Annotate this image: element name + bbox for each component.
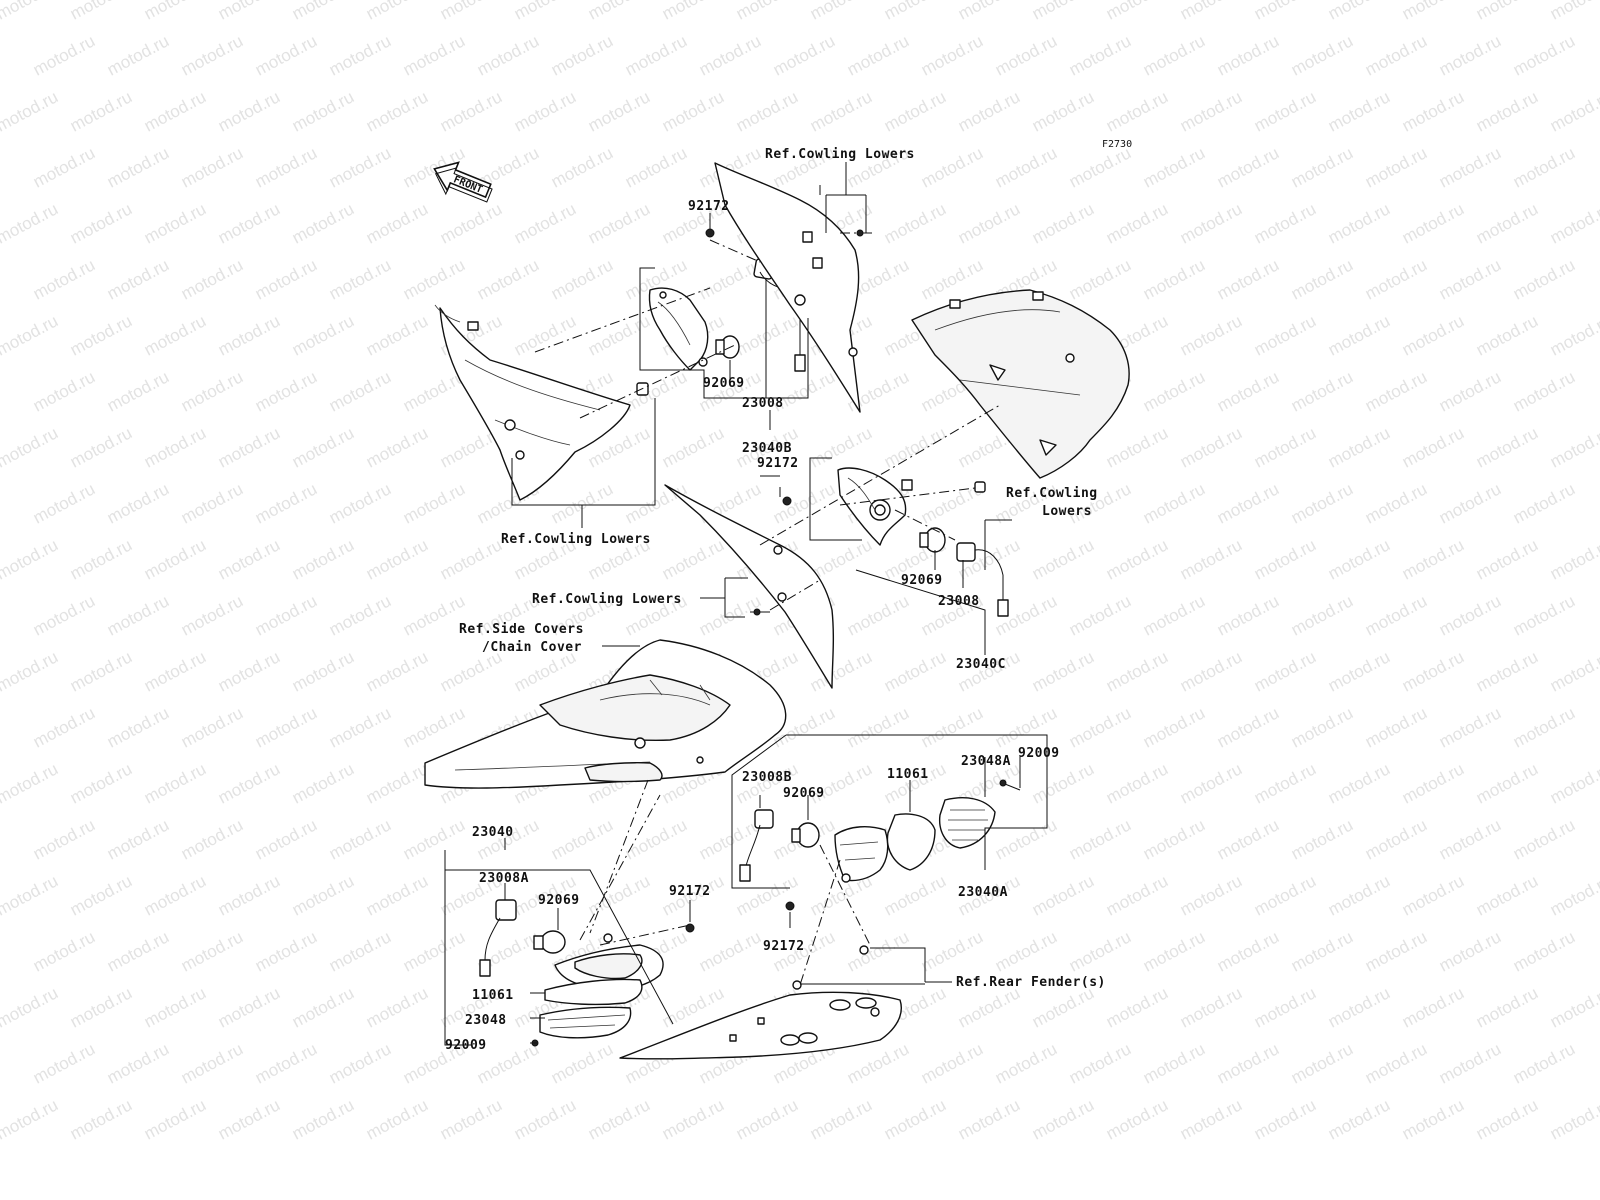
label-23040B: 23040B	[742, 441, 792, 456]
ref-cowling-mid-right-line2: Lowers	[1042, 504, 1092, 519]
ref-side-covers-line1: Ref.Side Covers	[459, 622, 584, 637]
inner-cowl-panel-upper	[714, 162, 861, 413]
front-right-cowling	[911, 289, 1130, 479]
front-right-bulb	[919, 527, 946, 553]
rear-left-lens-gasket	[544, 978, 643, 1006]
rear-right-socket	[739, 809, 774, 882]
ref-cowling-left: Ref.Cowling Lowers	[501, 532, 651, 547]
label-23040: 23040	[472, 825, 514, 840]
rear-right-signal-bracket	[834, 826, 889, 883]
rear-undertray	[619, 991, 902, 1060]
part-number-labels: 92172 92069 23008 23040B 92172 92069 230…	[445, 199, 1060, 1053]
ref-cowling-top-right: Ref.Cowling Lowers	[765, 147, 915, 162]
rear-left-socket	[479, 899, 517, 977]
bolt-92172-mid	[782, 496, 792, 506]
rear-right-lens	[938, 797, 996, 849]
label-92172-rl: 92172	[669, 884, 711, 899]
label-92172-top: 92172	[688, 199, 730, 214]
label-23048A: 23048A	[961, 754, 1011, 769]
label-92069-mid: 92069	[901, 573, 943, 588]
leader-lines	[444, 162, 1048, 1046]
nut-rear-fender-1	[859, 945, 869, 955]
front-left-cowling	[434, 304, 631, 501]
label-23008-mid: 23008	[938, 594, 980, 609]
grommet-right	[974, 481, 986, 493]
front-right-signal-bracket	[837, 467, 913, 546]
label-23040A: 23040A	[958, 885, 1008, 900]
bolt-92172-rl	[685, 923, 695, 933]
bolt-ref-cowling-center	[753, 608, 761, 616]
rear-right-bulb	[791, 822, 820, 848]
screw-92009-rr	[999, 779, 1007, 787]
ref-cowling-mid-right-line1: Ref.Cowling	[1006, 486, 1098, 501]
bolt-92172-rr	[785, 901, 795, 911]
ref-cowling-center: Ref.Cowling Lowers	[532, 592, 682, 607]
rear-right-lens-gasket	[886, 813, 936, 871]
label-92009-rl: 92009	[445, 1038, 487, 1053]
label-23008A: 23008A	[479, 871, 529, 886]
label-92069-rl: 92069	[538, 893, 580, 908]
label-11061-rr: 11061	[887, 767, 929, 782]
ref-rear-fender: Ref.Rear Fender(s)	[956, 975, 1106, 990]
label-92009-rr: 92009	[1018, 746, 1060, 761]
bolt-ref-cowling-top	[856, 229, 864, 237]
label-92172-mid: 92172	[757, 456, 799, 471]
inner-cowl-panel-lower	[664, 484, 835, 689]
front-right-socket	[956, 542, 1009, 617]
ref-side-covers-line2: /Chain Cover	[482, 640, 582, 655]
label-23048: 23048	[465, 1013, 507, 1028]
front-arrow-icon: FRONT	[433, 161, 493, 203]
label-92172-bot: 92172	[763, 939, 805, 954]
front-left-signal-bracket	[648, 287, 709, 371]
nut-rear-fender-2	[792, 980, 802, 990]
tail-cowl	[424, 639, 787, 789]
figure-code: F2730	[1102, 139, 1132, 150]
label-23008B: 23008B	[742, 770, 792, 785]
rear-left-bulb	[533, 930, 566, 954]
label-11061-rl: 11061	[472, 988, 514, 1003]
rear-left-lens	[539, 1006, 632, 1039]
label-92069-rr: 92069	[783, 786, 825, 801]
front-left-bulb	[715, 335, 740, 359]
label-23040C: 23040C	[956, 657, 1006, 672]
label-23008-top: 23008	[742, 396, 784, 411]
label-92069-top: 92069	[703, 376, 745, 391]
reference-labels: Ref.Cowling Lowers Ref.Cowling Lowers Re…	[459, 147, 1106, 990]
